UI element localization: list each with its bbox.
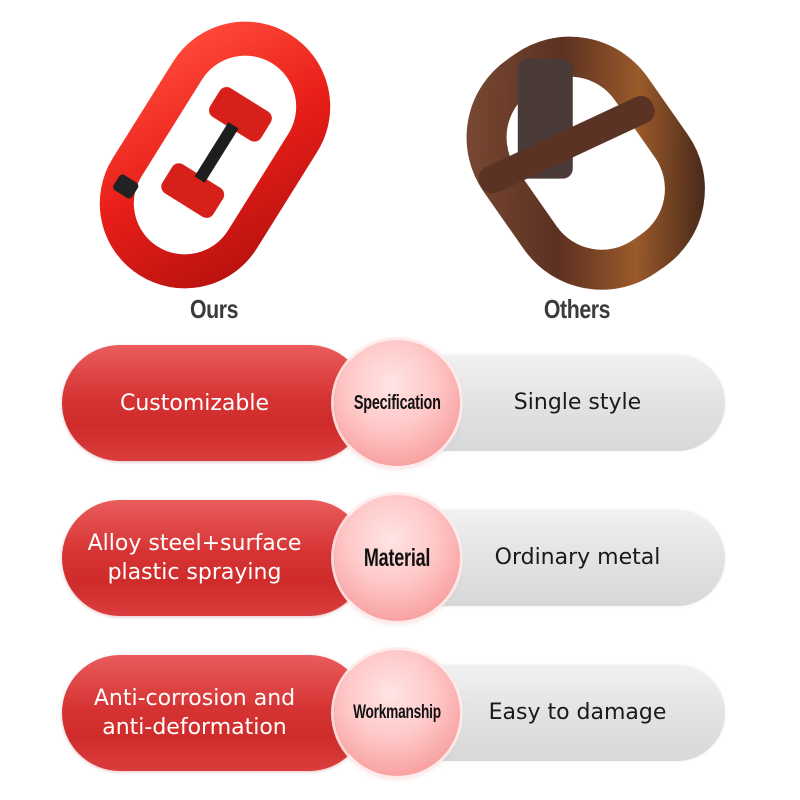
ours-value-line1: Alloy steel+surface bbox=[87, 531, 302, 556]
ours-value-pill: Customizable bbox=[62, 345, 367, 461]
category-badge: Workmanship bbox=[334, 650, 460, 776]
ours-value-line1: Customizable bbox=[119, 390, 270, 416]
ours-value-line2: anti-deformation bbox=[102, 715, 287, 740]
comparison-row-specification: Single style Customizable Specification bbox=[0, 340, 800, 473]
comparison-row-material: Ordinary metal Alloy steel+surface plast… bbox=[0, 495, 800, 628]
ours-label: Ours bbox=[189, 294, 239, 324]
red-link-icon bbox=[99, 21, 331, 289]
ours-value-pill: Anti-corrosion and anti-deformation bbox=[62, 655, 367, 771]
comparison-row-workmanship: Easy to damage Anti-corrosion and anti-d… bbox=[0, 650, 800, 783]
others-value: Easy to damage bbox=[488, 700, 667, 725]
others-value: Single style bbox=[513, 390, 642, 415]
category-badge: Specification bbox=[334, 340, 460, 466]
others-value: Ordinary metal bbox=[494, 545, 661, 570]
category-badge: Material bbox=[334, 495, 460, 621]
ours-product-image bbox=[85, 20, 345, 290]
category-label: Specification bbox=[353, 391, 441, 414]
category-label: Workmanship bbox=[353, 702, 441, 723]
others-product-image bbox=[440, 15, 720, 290]
ours-value-pill: Alloy steel+surface plastic spraying bbox=[62, 500, 367, 616]
rusty-link-icon bbox=[466, 36, 705, 290]
category-label: Material bbox=[363, 543, 431, 572]
ours-value-line2: plastic spraying bbox=[107, 560, 282, 585]
ours-value-line1: Anti-corrosion and bbox=[93, 686, 296, 711]
others-label: Others bbox=[543, 294, 611, 324]
